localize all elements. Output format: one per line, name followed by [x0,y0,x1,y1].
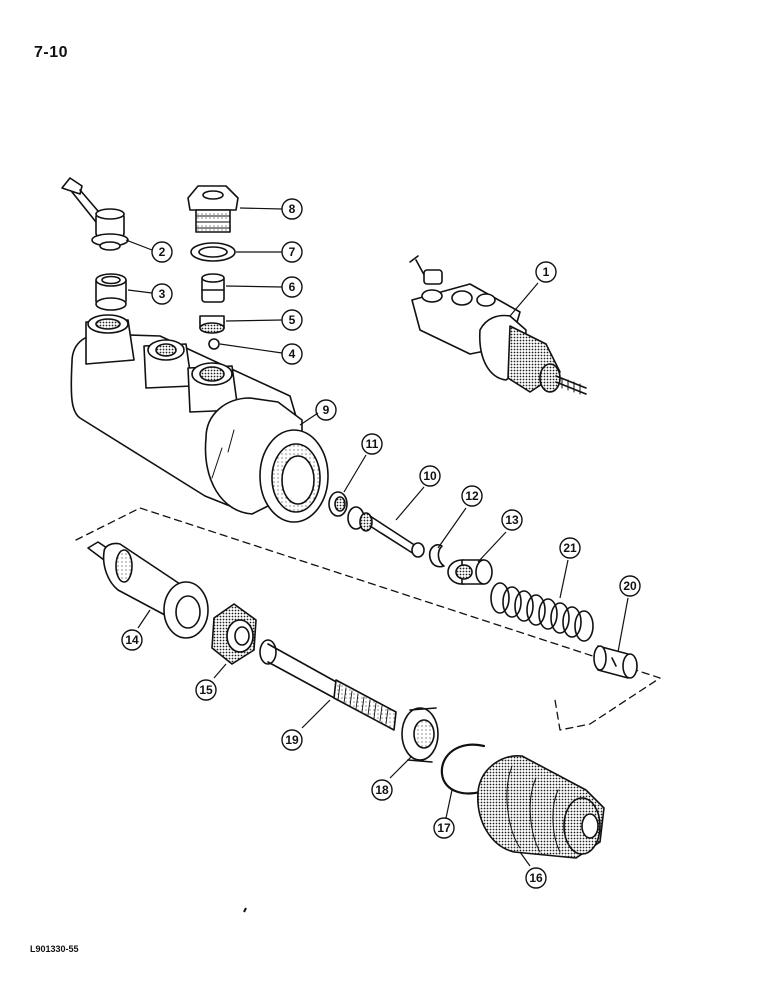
callout-2: 2 [151,241,173,263]
part-12-clip [428,543,445,568]
svg-text:13: 13 [505,513,519,527]
svg-text:18: 18 [375,783,389,797]
callout-9: 9 [315,399,337,421]
svg-text:6: 6 [289,280,296,294]
part-17-snap-ring [440,743,488,795]
part-19-push-rod [259,639,397,731]
callout-16: 16 [525,867,547,889]
svg-text:20: 20 [623,579,637,593]
part-4-ball [208,338,220,350]
callout-4: 4 [281,343,303,365]
figure-code: L901330-55 [30,944,79,954]
assembly-dashed-outline [75,507,661,731]
callout-13: 13 [501,509,523,531]
callout-5: 5 [281,309,303,331]
callout-6: 6 [281,276,303,298]
svg-text:21: 21 [563,541,577,555]
callout-11: 11 [361,433,383,455]
svg-text:12: 12 [465,489,479,503]
callout-1: 1 [535,261,557,283]
part-11-seal [328,491,348,517]
part-2-bleed-fitting [61,177,129,251]
svg-text:10: 10 [423,469,437,483]
svg-text:15: 15 [199,683,213,697]
part-9-cylinder-body [70,314,329,523]
callout-7: 7 [281,241,303,263]
svg-text:2: 2 [159,245,166,259]
part-16-boot [477,755,605,859]
svg-text:5: 5 [289,313,296,327]
svg-text:17: 17 [437,821,451,835]
svg-text:9: 9 [323,403,330,417]
callout-15: 15 [195,679,217,701]
callout-19: 19 [281,729,303,751]
part-10-plunger [347,506,425,558]
svg-text:14: 14 [125,633,139,647]
svg-text:1: 1 [543,265,550,279]
callout-17: 17 [433,817,455,839]
callout-21: 21 [559,537,581,559]
part-8-plug [187,185,239,233]
part-18-bushing [401,707,439,763]
part-3-insert [95,273,127,311]
svg-text:4: 4 [289,347,296,361]
svg-text:19: 19 [285,733,299,747]
callout-14: 14 [121,629,143,651]
part-5-seat [199,315,225,334]
stray-mark [243,907,247,913]
svg-text:7: 7 [289,245,296,259]
callout-10: 10 [419,465,441,487]
page-number: 7-10 [34,44,69,61]
svg-text:8: 8 [289,202,296,216]
leader-lines [125,207,629,867]
svg-text:16: 16 [529,871,543,885]
part-1-assembled-cylinder [409,255,587,395]
callout-20: 20 [619,575,641,597]
callout-12: 12 [461,485,483,507]
part-6-check-valve [201,273,225,303]
svg-text:11: 11 [366,437,379,451]
part-20-retainer [593,645,638,679]
part-15-seal [211,603,257,665]
svg-text:3: 3 [159,287,166,301]
part-13-spring-seat [447,559,493,585]
callout-18: 18 [371,779,393,801]
callout-labels: 2 3 4 5 6 7 8 1 9 11 10 12 13 21 20 14 1… [121,198,641,889]
callout-3: 3 [151,283,173,305]
part-21-spring [490,582,594,642]
callout-8: 8 [281,198,303,220]
part-14-piston [87,541,209,639]
